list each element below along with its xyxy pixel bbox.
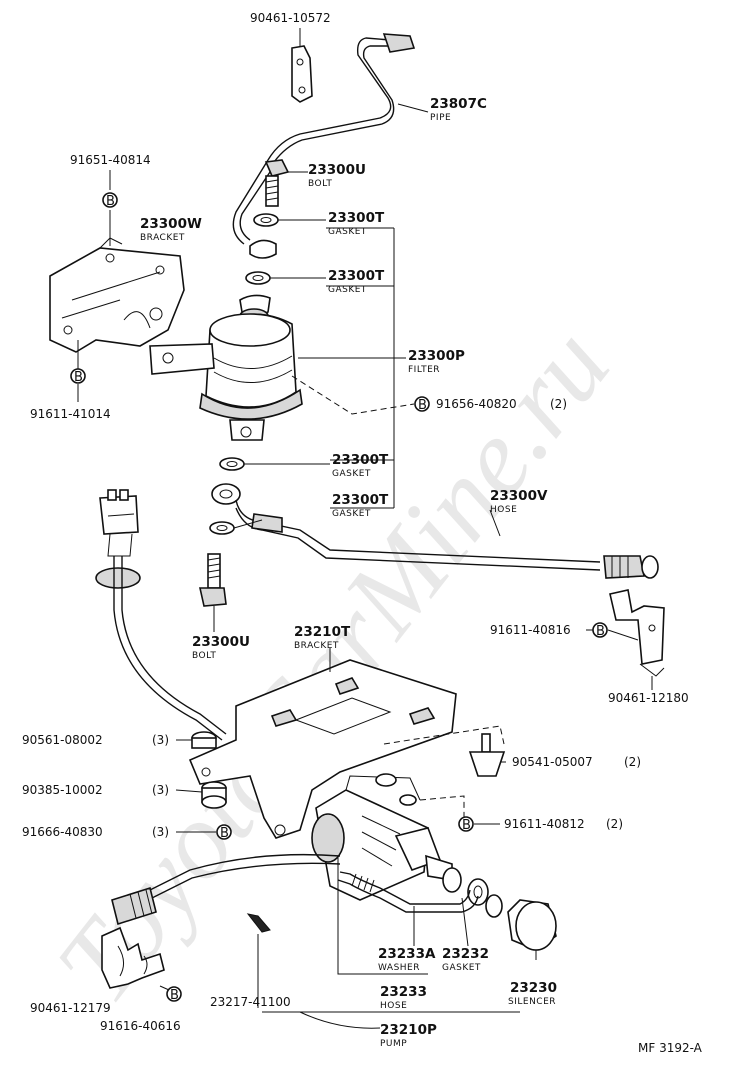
part-qty-90541-05007: (2): [624, 755, 641, 769]
part-label-91656-40820: 91656-40820: [436, 397, 517, 411]
part-qty-90561-08002: (3): [152, 733, 169, 747]
bolt-bottom-drawing: [199, 553, 227, 607]
pump-drawing: [311, 773, 453, 901]
hose-23233-drawing: [111, 853, 479, 926]
part-label-gasket-1: 23300T: [328, 210, 385, 226]
part-label-91611-40812: 91611-40812: [504, 817, 585, 831]
b-marker: B: [216, 824, 232, 841]
gasket-4-drawing: [209, 521, 235, 535]
part-label-bracket-w: 23300W: [140, 216, 202, 232]
gasket-3-drawing: [219, 457, 245, 471]
svg-text:B: B: [462, 818, 471, 833]
connector-cable-drawing: [95, 489, 227, 741]
part-name-bracket-w: BRACKET: [140, 233, 185, 243]
part-name-pump: PUMP: [380, 1039, 407, 1049]
silencer-drawing: [507, 899, 557, 951]
part-name-silencer: SILENCER: [508, 997, 556, 1007]
part-name-bracket-t: BRACKET: [294, 641, 339, 651]
svg-text:B: B: [596, 624, 605, 639]
b-markers: B B B B B B B: [70, 192, 608, 1003]
part-label-hose-23233: 23233: [380, 984, 427, 1000]
bracket-t-drawing: [188, 659, 457, 839]
b-marker: B: [458, 816, 474, 833]
pipe-drawing: [232, 33, 416, 245]
part-qty-91656-40820: (2): [550, 397, 567, 411]
part-label-91616-40616: 91616-40616: [100, 1019, 181, 1033]
part-name-gasket-1: GASKET: [328, 227, 367, 237]
washer-drawing: [442, 867, 462, 893]
part-label-91611-40816: 91611-40816: [490, 623, 571, 637]
part-name-pipe: PIPE: [430, 113, 451, 123]
part-name-gasket-3: GASKET: [332, 469, 371, 479]
svg-text:B: B: [418, 398, 427, 413]
part-label-gasket-5: 23232: [442, 946, 489, 962]
part-label-91666-40830: 91666-40830: [22, 825, 103, 839]
part-label-90541-05007: 90541-05007: [512, 755, 593, 769]
part-label-gasket-2: 23300T: [328, 268, 385, 284]
part-label-pipe: 23807C: [430, 96, 487, 112]
clip-90461-12179-drawing: [101, 926, 165, 989]
clamp-90461-10572-drawing: [291, 45, 313, 103]
svg-text:B: B: [220, 826, 229, 841]
part-label-90461-10572: 90461-10572: [250, 11, 331, 25]
part-qty-91666-40830: (3): [152, 825, 169, 839]
bracket-w-drawing: [49, 237, 185, 353]
part-name-filter: FILTER: [408, 365, 440, 375]
part-name-gasket-2: GASKET: [328, 285, 367, 295]
part-qty-91611-40812: (2): [606, 817, 623, 831]
part-label-gasket-4: 23300T: [332, 492, 389, 508]
b-marker: B: [592, 622, 608, 639]
part-label-filter: 23300P: [408, 348, 465, 364]
part-name-hose-23233: HOSE: [380, 1001, 407, 1011]
part-label-bolt-top: 23300U: [308, 162, 366, 178]
part-name-bolt-bottom: BOLT: [192, 651, 216, 661]
part-name-bolt-top: BOLT: [308, 179, 332, 189]
gasket-5-drawing: [467, 878, 489, 906]
gasket-1-drawing: [253, 213, 279, 227]
gasket-2-drawing: [245, 271, 271, 285]
screw-90541-05007-drawing: [468, 733, 506, 777]
b-marker: B: [166, 986, 182, 1003]
part-name-washer: WASHER: [378, 963, 420, 973]
diagram-code: MF 3192-A: [638, 1041, 703, 1055]
part-label-90461-12180: 90461-12180: [608, 691, 689, 705]
part-label-hose-v: 23300V: [490, 488, 548, 504]
labels: 90461-10572 23807C PIPE 23300U BOLT 9165…: [22, 11, 703, 1055]
part-label-pump: 23210P: [380, 1022, 437, 1038]
grommets-drawing: [191, 731, 227, 809]
part-label-washer: 23233A: [378, 946, 436, 962]
b-marker: B: [102, 192, 118, 209]
part-label-91611-41014: 91611-41014: [30, 407, 111, 421]
clip-90461-12180-drawing: [609, 589, 665, 677]
svg-text:B: B: [106, 194, 115, 209]
part-label-90561-08002: 90561-08002: [22, 733, 103, 747]
pin-drawing: [246, 913, 271, 933]
part-label-bolt-bottom: 23300U: [192, 634, 250, 650]
part-label-90461-12179: 90461-12179: [30, 1001, 111, 1015]
bolt-top-drawing: [264, 159, 290, 207]
part-name-gasket-4: GASKET: [332, 509, 371, 519]
part-label-23217-41100: 23217-41100: [210, 995, 291, 1009]
part-label-bracket-t: 23210T: [294, 624, 351, 640]
part-label-90385-10002: 90385-10002: [22, 783, 103, 797]
part-label-silencer: 23230: [510, 980, 557, 996]
hose-v-drawing: [235, 499, 659, 579]
part-qty-90385-10002: (3): [152, 783, 169, 797]
part-name-gasket-5: GASKET: [442, 963, 481, 973]
part-label-91651-40814: 91651-40814: [70, 153, 151, 167]
filter-drawing: [149, 294, 303, 441]
b-marker: B: [70, 368, 86, 385]
b-marker: B: [414, 396, 430, 413]
leader-lines: [77, 28, 653, 1029]
part-name-hose-v: HOSE: [490, 505, 517, 515]
svg-text:B: B: [170, 988, 179, 1003]
svg-text:B: B: [74, 370, 83, 385]
drawing-group: B B B B B B B: [49, 28, 665, 1029]
part-label-gasket-3: 23300T: [332, 452, 389, 468]
